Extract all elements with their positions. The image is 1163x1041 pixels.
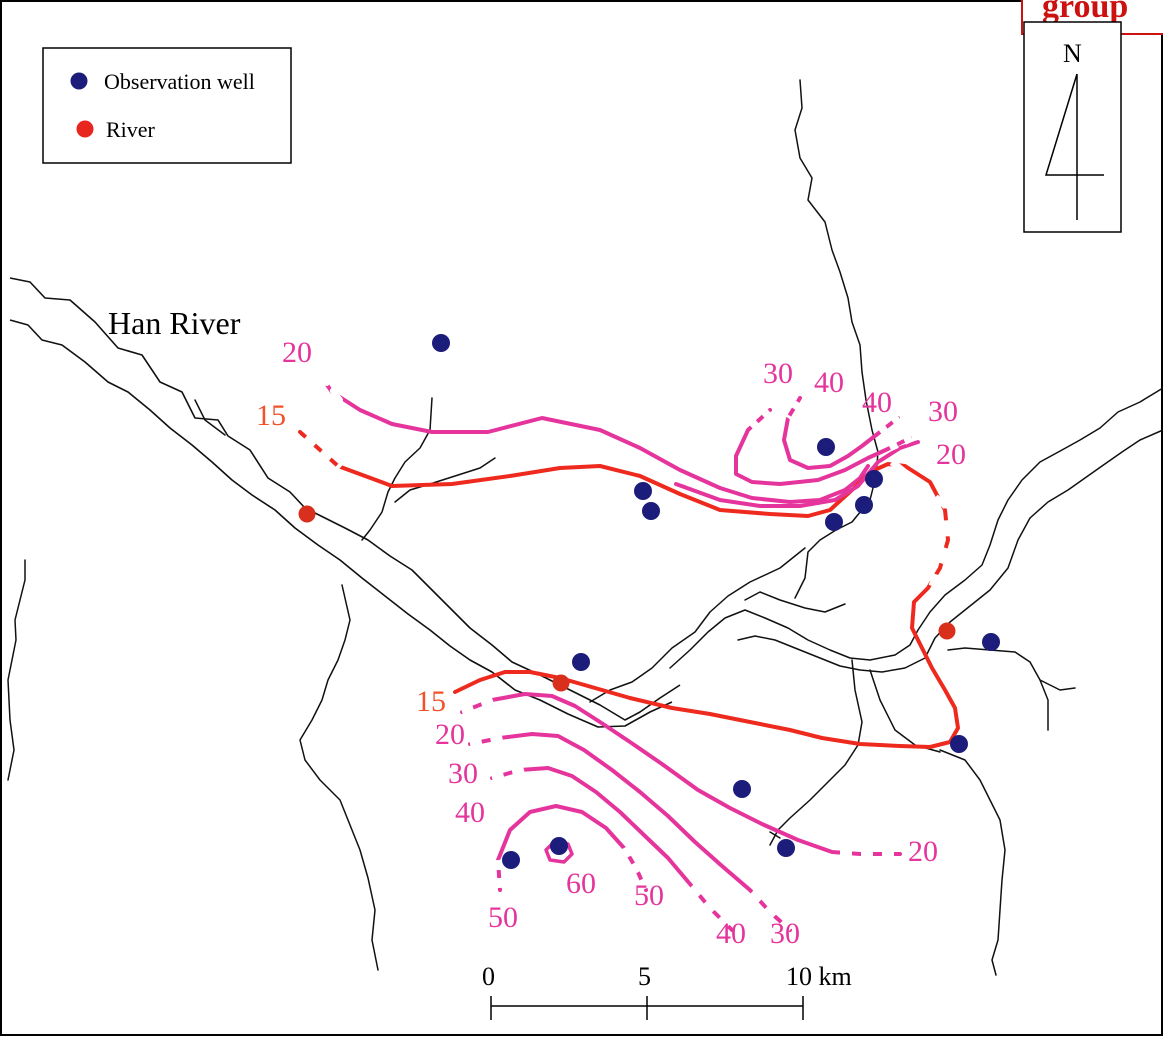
contour-15-north <box>298 430 960 749</box>
observation-well-marker <box>502 851 520 869</box>
contour-30-south <box>468 732 792 932</box>
contour-label: 20 <box>282 336 312 369</box>
scale-bar: 0 5 10 km <box>482 962 852 1020</box>
header-fragment-text: group <box>1042 0 1128 25</box>
contour-label: 15 <box>256 399 286 432</box>
contour-label: 20 <box>435 718 465 751</box>
observation-well-marker <box>733 780 751 798</box>
contour-50-south <box>496 804 648 892</box>
north-contour-labels: 20 15 30 40 40 30 20 <box>256 336 966 471</box>
legend: Observation well River <box>42 47 292 164</box>
north-arrow-head-icon <box>1044 73 1104 176</box>
contour-label: 30 <box>763 357 793 390</box>
scale-tick-label: 0 <box>482 962 495 991</box>
contour-label: 30 <box>448 757 478 790</box>
contour-label: 40 <box>455 796 485 829</box>
contour-label: 30 <box>928 395 958 428</box>
north-arrow-box <box>1023 21 1122 233</box>
contour-label: 30 <box>770 917 800 950</box>
contour-20-south <box>460 692 902 856</box>
observation-well-marker <box>572 653 590 671</box>
contour-20-north <box>316 370 870 504</box>
south-contour-labels: 15 20 30 40 60 50 50 40 30 20 <box>416 685 938 950</box>
contour-label: 20 <box>936 438 966 471</box>
contour-label: 20 <box>908 835 938 868</box>
contour-label: 40 <box>862 386 892 419</box>
legend-box <box>42 47 292 164</box>
observation-well-marker <box>950 735 968 753</box>
contour-40-north <box>782 396 900 470</box>
north-dash-masks <box>302 400 952 588</box>
legend-river-icon <box>76 120 94 138</box>
legend-well-label: Observation well <box>104 69 255 94</box>
streams <box>7 79 1163 976</box>
scale-tick-label: 10 km <box>786 962 852 991</box>
legend-river-label: River <box>106 117 156 142</box>
contour-label: 40 <box>814 366 844 399</box>
south-dash-masks <box>460 694 901 933</box>
observation-well-marker <box>825 513 843 531</box>
observation-well-marker <box>817 438 835 456</box>
north-contours <box>298 369 960 749</box>
observation-well-marker <box>777 839 795 857</box>
river-point-marker <box>552 674 570 692</box>
contour-label: 50 <box>488 901 518 934</box>
scale-tick-label: 5 <box>638 962 651 991</box>
observation-well-marker <box>634 482 652 500</box>
river-points <box>298 505 956 692</box>
observation-wells <box>432 334 1000 869</box>
observation-well-marker <box>550 837 568 855</box>
observation-well-marker <box>642 502 660 520</box>
observation-well-marker <box>865 470 883 488</box>
scale-bar-ticks <box>490 996 804 1020</box>
contour-label: 50 <box>634 879 664 912</box>
contour-label: 60 <box>566 867 596 900</box>
river-point-marker <box>298 505 316 523</box>
river-point-marker <box>938 622 956 640</box>
contour-label: 40 <box>716 917 746 950</box>
contour-30-north <box>734 408 912 486</box>
contour-label: 15 <box>416 685 446 718</box>
han-river-label: Han River <box>108 305 241 341</box>
observation-well-marker <box>982 633 1000 651</box>
observation-well-marker <box>855 496 873 514</box>
north-arrow-label: N <box>1063 39 1082 68</box>
north-arrow: N <box>1023 21 1122 233</box>
legend-well-icon <box>70 72 88 90</box>
observation-well-marker <box>432 334 450 352</box>
